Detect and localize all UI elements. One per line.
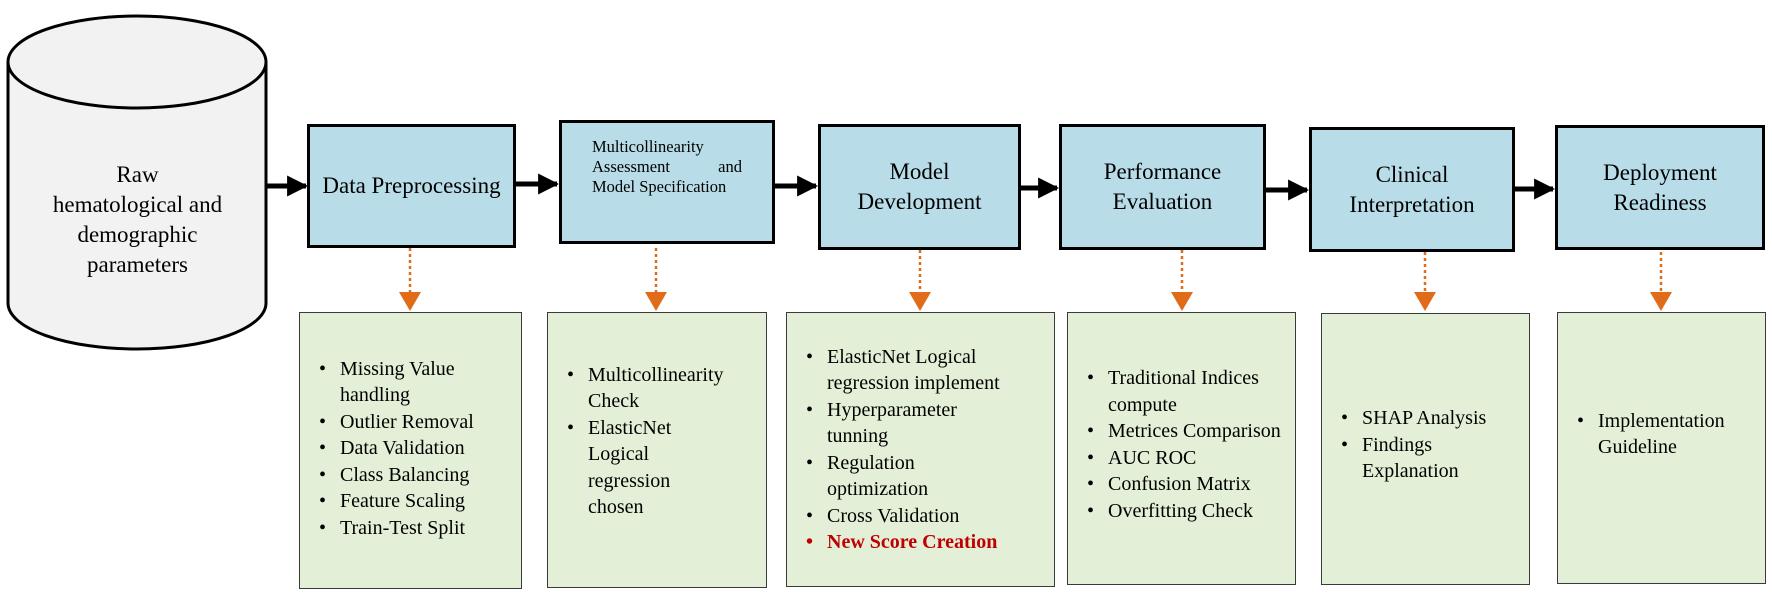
list-item: Cross Validation [806, 503, 1048, 530]
database-label-line: hematological and [52, 192, 223, 217]
stage-clinical-interpretation: Clinical Interpretation [1309, 127, 1515, 252]
detail-clinical-interpretation: SHAP Analysis Findings Explanation [1321, 313, 1530, 585]
list-item-highlighted: New Score Creation [806, 529, 1048, 556]
list-item: Confusion Matrix [1087, 471, 1289, 498]
list-item: Feature Scaling [319, 488, 513, 515]
detail-model-development: ElasticNet Logical regression implement … [786, 312, 1055, 587]
stage-title: Multicollinearity Assessment and Model S… [592, 137, 742, 196]
database-label-line: demographic [77, 222, 198, 247]
list-item: Traditional Indices compute [1087, 365, 1289, 418]
stage-title: Deployment Readiness [1603, 159, 1717, 215]
list-item: AUC ROC [1087, 445, 1289, 472]
database-cylinder-icon [6, 14, 268, 351]
list-item: Class Balancing [319, 462, 513, 489]
detail-list: Traditional Indices compute Metrices Com… [1082, 365, 1289, 524]
list-item: Data Validation [319, 435, 513, 462]
stage-title: Data Preprocessing [322, 173, 501, 198]
list-item: Metrices Comparison [1087, 418, 1289, 445]
stage-title: Performance Evaluation [1103, 159, 1222, 214]
stage-title: Clinical Interpretation [1349, 161, 1475, 217]
stage-deployment-readiness: Deployment Readiness [1555, 125, 1765, 250]
database-label-line: parameters [87, 252, 188, 277]
database-label-line: Raw [116, 162, 159, 187]
list-item: Implementation Guideline [1577, 408, 1759, 461]
detail-data-preprocessing: Missing Value handling Outlier Removal D… [299, 312, 522, 589]
detail-list: Missing Value handling Outlier Removal D… [314, 356, 513, 542]
stage-performance-evaluation: Performance Evaluation [1059, 124, 1266, 250]
detail-list: ElasticNet Logical regression implement … [801, 344, 1048, 556]
list-item: Hyperparameter tunning [806, 397, 1048, 450]
stage-title: Model Development [857, 159, 982, 214]
detail-deployment-readiness: Implementation Guideline [1557, 312, 1766, 584]
list-item: Multicollinearity Check [567, 362, 724, 415]
detail-performance-evaluation: Traditional Indices compute Metrices Com… [1067, 312, 1296, 585]
stage-model-development: Model Development [818, 124, 1021, 250]
detail-list: SHAP Analysis Findings Explanation [1336, 405, 1523, 485]
detail-list: Multicollinearity Check ElasticNet Logic… [562, 362, 758, 521]
list-item: Train-Test Split [319, 515, 513, 542]
detail-list: Implementation Guideline [1572, 408, 1759, 461]
detail-multicollinearity-assessment: Multicollinearity Check ElasticNet Logic… [547, 312, 767, 588]
list-item: SHAP Analysis [1341, 405, 1523, 432]
list-item: ElasticNet Logical regression chosen [567, 415, 720, 521]
list-item: Missing Value handling [319, 356, 513, 409]
stage-data-preprocessing: Data Preprocessing [307, 124, 516, 248]
list-item: Regulation optimization [806, 450, 1048, 503]
stage-multicollinearity-assessment: Multicollinearity Assessment and Model S… [559, 120, 775, 244]
list-item: Overfitting Check [1087, 498, 1289, 525]
list-item: ElasticNet Logical regression implement [806, 344, 1048, 397]
list-item: Findings Explanation [1341, 432, 1523, 485]
list-item: Outlier Removal [319, 409, 513, 436]
database-label: Raw hematological and demographic parame… [10, 160, 265, 280]
